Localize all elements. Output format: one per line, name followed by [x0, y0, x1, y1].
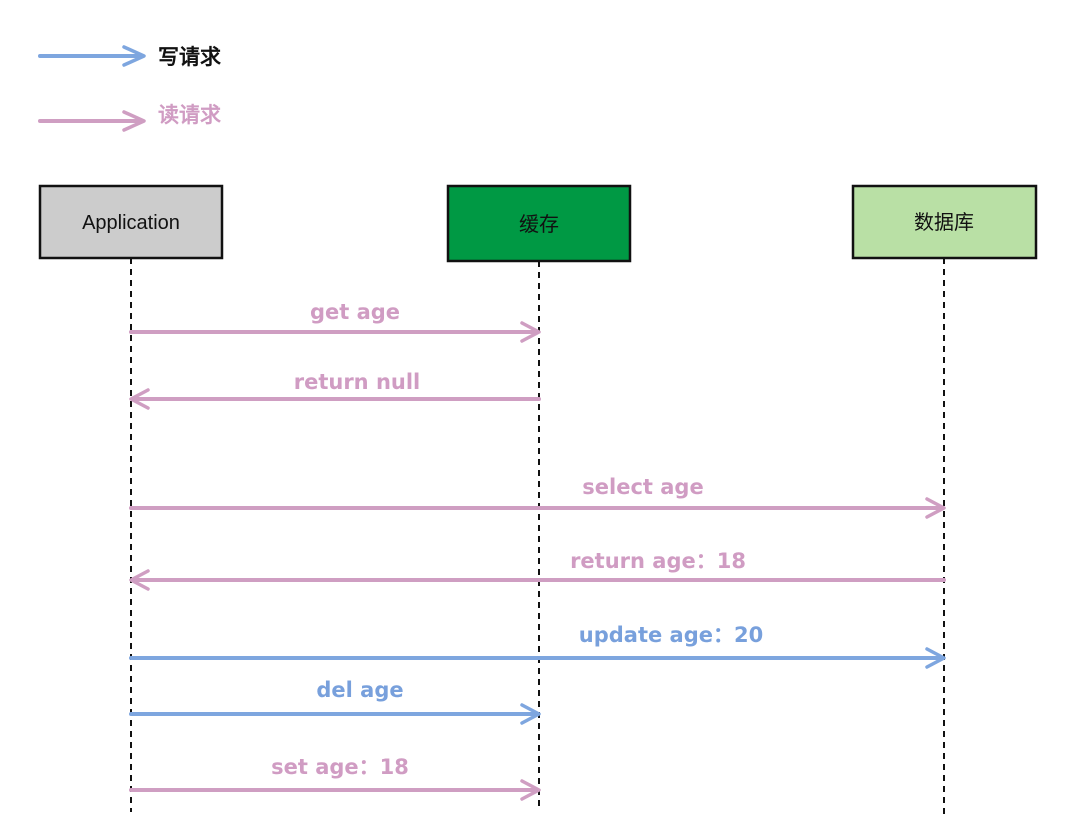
legend: 写请求 读请求	[38, 45, 221, 132]
message-label: return null	[294, 370, 421, 394]
message-arrow-head	[520, 703, 541, 725]
message-arrow-head	[129, 569, 150, 591]
legend-write-arrow-head	[122, 45, 146, 67]
message-return-age: return age：18	[129, 549, 946, 591]
legend-read-arrow-head	[122, 110, 146, 132]
legend-item-write: 写请求	[38, 45, 221, 69]
legend-read-label: 读请求	[158, 103, 221, 127]
message-arrow-head	[129, 388, 150, 410]
message-label: return age：18	[570, 549, 746, 573]
message-label: get age	[310, 300, 400, 324]
participant-database: 数据库	[851, 184, 1038, 814]
message-arrow-head	[520, 321, 541, 343]
message-return-null: return null	[129, 370, 541, 410]
participant-database-box	[851, 184, 1038, 260]
message-update-age: update age：20	[129, 623, 946, 669]
participant-database-label: 数据库	[914, 211, 974, 234]
participant-application: Application	[38, 184, 224, 812]
message-set-age: set age：18	[129, 755, 541, 801]
participant-application-label: Application	[82, 212, 180, 234]
messages: get age return null select age return ag…	[129, 300, 946, 801]
message-label: del age	[316, 678, 403, 702]
message-arrow-head	[925, 647, 946, 669]
message-label: select age	[582, 475, 703, 499]
participant-cache-label: 缓存	[519, 213, 559, 236]
legend-write-label: 写请求	[158, 45, 221, 69]
message-arrow-head	[925, 497, 946, 519]
message-del-age: del age	[129, 678, 541, 725]
message-label: update age：20	[579, 623, 763, 647]
participant-cache-box	[446, 184, 632, 263]
legend-item-read: 读请求	[38, 103, 221, 132]
message-arrow-head	[520, 779, 541, 801]
message-select-age: select age	[129, 475, 946, 519]
participant-application-box	[38, 184, 224, 260]
message-label: set age：18	[271, 755, 409, 779]
message-get-age: get age	[129, 300, 541, 343]
participant-cache: 缓存	[446, 184, 632, 808]
